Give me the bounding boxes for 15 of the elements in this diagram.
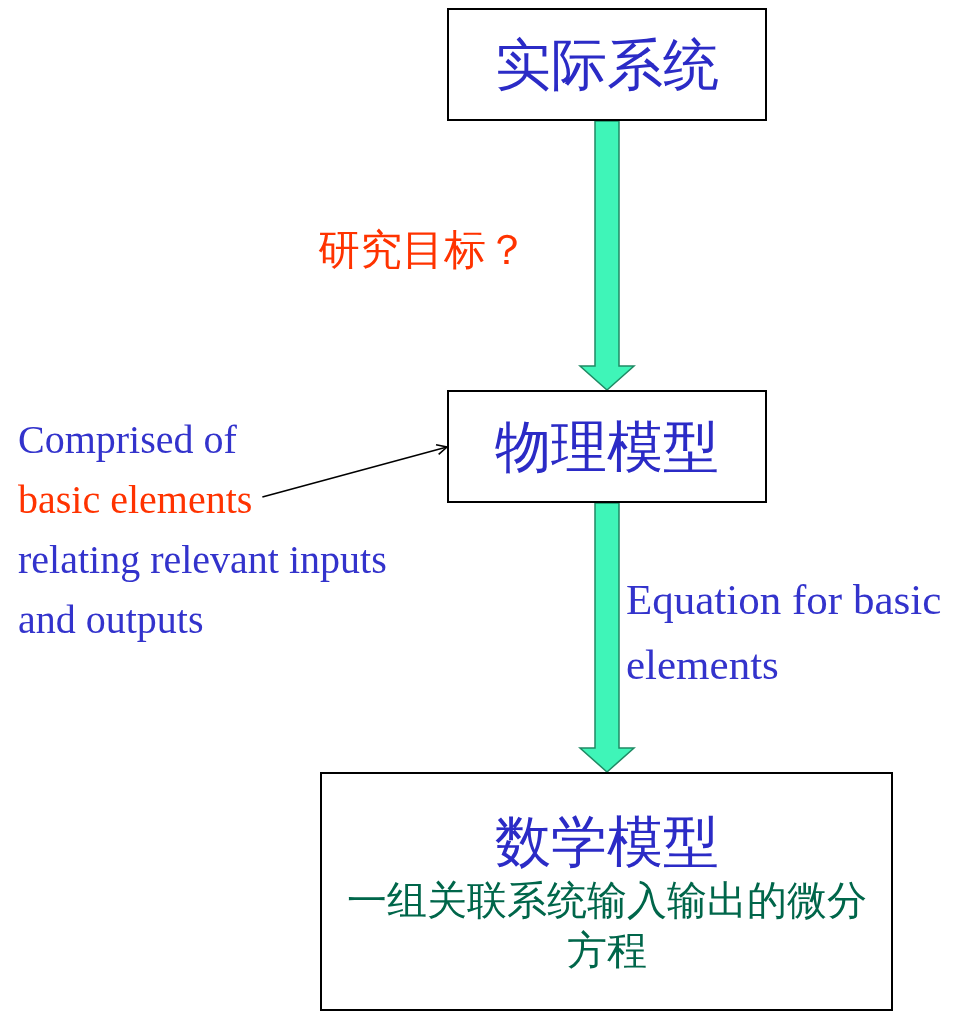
box-title: 数学模型 bbox=[494, 807, 719, 876]
annotation-text: relating relevant inputs and outputs bbox=[18, 536, 388, 644]
box-title: 实际系统 bbox=[495, 30, 719, 99]
box-title: 物理模型 bbox=[495, 412, 719, 481]
block-arrow bbox=[578, 502, 636, 773]
process-box bbox=[447, 390, 767, 503]
box-description: 一组关联系统输入输出的微分方程 bbox=[346, 876, 867, 976]
annotation-text: Comprised of bbox=[18, 416, 237, 464]
edge-label: Equation for basic elements bbox=[626, 575, 943, 690]
process-box bbox=[320, 772, 893, 1011]
annotation-text: basic elements bbox=[18, 476, 253, 524]
process-box bbox=[447, 8, 767, 121]
block-arrow bbox=[578, 120, 636, 391]
leader-arrow bbox=[261, 444, 448, 498]
edge-label: 研究目标？ bbox=[318, 224, 529, 276]
